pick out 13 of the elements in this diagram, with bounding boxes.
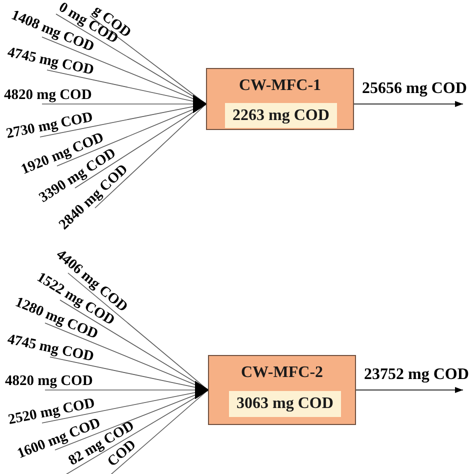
arrow: [94, 95, 207, 208]
arrow: [356, 387, 464, 393]
edge-label: 25656 mg COD: [362, 80, 467, 98]
value-box: 3063 mg COD: [229, 391, 341, 417]
unit-box: [208, 355, 356, 425]
flow-label: 4820 mg COD: [4, 87, 92, 103]
flow-label: 4820 mg COD: [5, 373, 93, 389]
value-box: 2263 mg COD: [225, 103, 337, 128]
arrow: [354, 101, 464, 107]
unit-box: [206, 68, 354, 130]
unit-title: CW-MFC-1: [238, 77, 322, 95]
edge-label: 23752 mg COD: [364, 366, 469, 384]
unit-title: CW-MFC-2: [240, 364, 324, 382]
